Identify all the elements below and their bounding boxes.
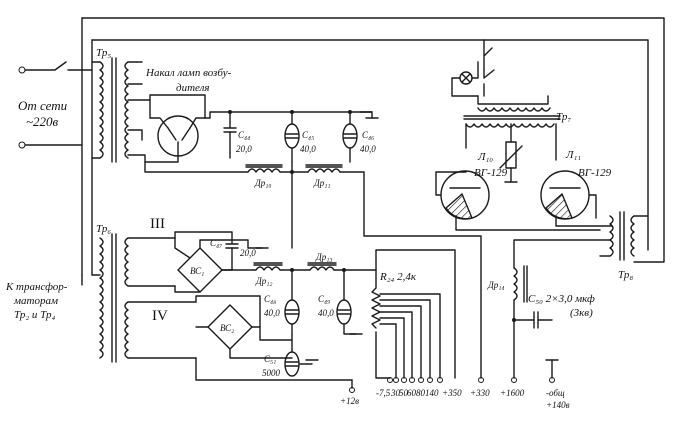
tr8-label: Тр₈ xyxy=(618,269,633,281)
bc1-label: ВС₁ xyxy=(190,266,204,276)
bridge-rectifier-bc1: ВС₁ С₄₇ 20,0 Др₁₂ С₄₈ 40,0 xyxy=(174,231,311,337)
l10-name: Л₁₀ xyxy=(477,151,493,163)
winding-iv-label: IV xyxy=(152,308,168,324)
terminal-30-label: 30 xyxy=(390,388,401,398)
terminal-80-label: 80 xyxy=(416,388,426,398)
transformer-tr7: Тр₇ xyxy=(451,39,571,183)
c48-value: 40,0 xyxy=(264,308,280,318)
dr14-c50: Др₁₄ С₅₀ 2×3,0 мкф (3кв) xyxy=(487,265,595,379)
transformer-tr5: Тр₅ Накал ламп возбу- дителя xyxy=(91,47,249,173)
mains-label-line2: ~220в xyxy=(26,114,59,129)
terminal-330-label: +330 xyxy=(470,388,490,398)
terminal-350-label: +350 xyxy=(442,388,462,398)
terminal-330 xyxy=(478,377,484,383)
dr13-c49: Др₁₃ С₄₉ 40,0 xyxy=(307,252,377,335)
to-transformers-line2: маторам xyxy=(13,295,58,307)
terminal-minus75 xyxy=(387,377,393,383)
filament-label-line2: дителя xyxy=(176,82,210,94)
c44-value: 20,0 xyxy=(236,144,252,154)
c45-value: 40,0 xyxy=(300,144,316,154)
divider-r24: R₂₄ 2,4к xyxy=(371,249,456,379)
tr7-label: Тр₇ xyxy=(556,111,571,123)
transformer-tr6: Тр₆ III IV xyxy=(81,216,197,363)
c45-name: С₄₅ xyxy=(302,130,314,140)
c49-name: С₄₉ xyxy=(318,294,330,304)
terminal-140-label: 140 xyxy=(425,388,439,398)
bridge-rectifier-bc2: ВС₂ С₅₁ 5000 xyxy=(195,295,353,389)
dr12-label: Др₁₂ xyxy=(255,276,272,286)
l10-type: ВГ-129 xyxy=(474,167,508,179)
terminal-1600 xyxy=(511,377,517,383)
terminal-common-line1: -общ xyxy=(546,388,565,398)
c49-value: 40,0 xyxy=(318,308,334,318)
terminal-50 xyxy=(401,377,407,383)
tube-l10: Л₁₀ ВГ-129 xyxy=(435,151,601,231)
terminal-1600-label: +1600 xyxy=(500,388,525,398)
terminal-plus12 xyxy=(349,387,355,393)
terminal-60 xyxy=(409,377,415,383)
terminal-minus75-label: -7,5 xyxy=(376,388,391,398)
filament-label-line1: Накал ламп возбу- xyxy=(145,67,232,79)
mains-label-line1: От сети xyxy=(18,98,68,113)
winding-iii-label: III xyxy=(150,216,165,232)
terminals: +12в -7,5 30 50 60 80 140 +350 +330 +160… xyxy=(340,377,570,410)
terminal-60-label: 60 xyxy=(407,388,417,398)
terminal-50-label: 50 xyxy=(399,388,409,398)
c46-name: С₄₆ xyxy=(362,130,374,140)
terminal-140 xyxy=(427,377,433,383)
outer-wires xyxy=(81,17,665,276)
hv-filter: С₄₄ 20,0 С₄₅ 40,0 С₄₆ 40,0 Др₁₀ Др₁₁ xyxy=(209,110,482,379)
terminal-80 xyxy=(418,377,424,383)
r24-label: R₂₄ 2,4к xyxy=(379,271,417,283)
c44-name: С₄₄ xyxy=(238,130,250,140)
c47-name: С₄₇ xyxy=(210,238,222,248)
terminal-plus12-label: +12в xyxy=(340,396,359,406)
transformer-tr8: Тр₈ xyxy=(513,211,649,281)
l11-type: ВГ-129 xyxy=(578,167,612,179)
l11-name: Л₁₁ xyxy=(565,149,581,161)
c50-label-line2: (3кв) xyxy=(570,307,593,319)
tr5-label: Тр₅ xyxy=(96,47,111,59)
terminal-350 xyxy=(437,377,443,383)
to-transformers-line3: Тр₂ и Тр₄ xyxy=(14,309,56,321)
rectifier-tube xyxy=(144,94,211,163)
dr10-label: Др₁₀ xyxy=(254,178,271,188)
dr11-label: Др₁₁ xyxy=(313,178,330,188)
c46-value: 40,0 xyxy=(360,144,376,154)
mains-input: От сети ~220в xyxy=(18,61,93,149)
to-transformers-note: К трансфор- маторам Тр₂ и Тр₄ xyxy=(5,281,68,321)
c50-label-line1: С₅₀ 2×3,0 мкф xyxy=(528,293,595,305)
terminal-common-line2: +140в xyxy=(546,400,570,410)
dr13-label: Др₁₃ xyxy=(315,252,332,262)
tube-l11: Л₁₁ ВГ-129 xyxy=(540,149,613,227)
c47-value: 20,0 xyxy=(240,248,256,258)
terminal-common xyxy=(549,377,555,383)
c48-name: С₄₈ xyxy=(264,294,276,304)
to-transformers-line1: К трансфор- xyxy=(5,281,68,293)
bc2-label: ВС₂ xyxy=(220,323,234,333)
c51-value: 5000 xyxy=(262,368,281,378)
tr6-label: Тр₆ xyxy=(96,223,111,235)
c51-name: С₅₁ xyxy=(264,354,276,364)
dr14-label: Др₁₄ xyxy=(487,280,504,290)
terminal-30 xyxy=(393,377,399,383)
